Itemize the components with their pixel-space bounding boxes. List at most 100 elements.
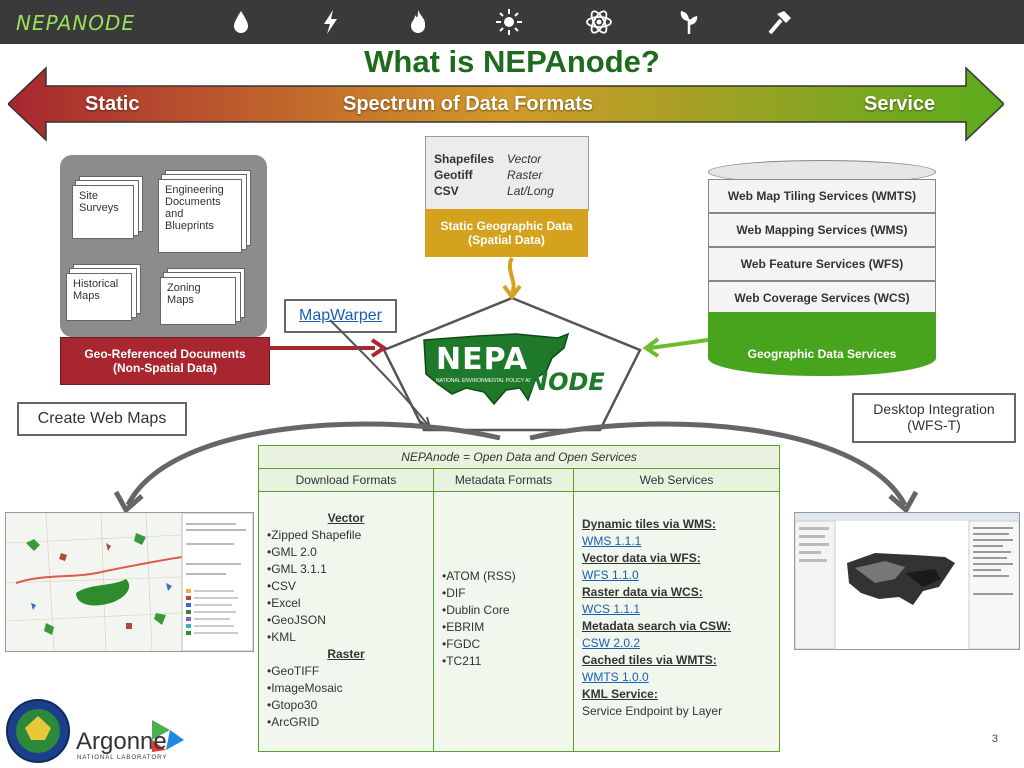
vector-item: •GML 3.1.1 [267,562,327,576]
desktop-gis-screenshot [794,512,1020,650]
wfs-link[interactable]: WFS 1.1.0 [582,568,639,582]
col-web-services: Web Services [573,468,780,492]
plant-icon [680,11,698,34]
spectrum-arrow [8,66,1004,142]
raster-item: •ArcGRID [267,715,320,729]
format-shapefiles: Shapefiles [434,152,495,166]
spectrum-center-label: Spectrum of Data Formats [343,93,594,115]
page-number: 3 [991,733,998,745]
doc-historical-maps: Historical Maps [66,273,132,321]
brand-logo: NEPANODE [16,11,136,35]
argonne-logo-text: Argonne [76,728,167,755]
vector-item: •KML [267,630,296,644]
doc-engineering-label: Engineering Documents and Blueprints [165,184,224,232]
service-wfs: Web Feature Services (WFS) [708,247,936,281]
logo-sub-text: NATIONAL ENVIRONMENTAL POLICY ACT [436,378,536,384]
argonne-lab-text: NATIONAL LABORATORY [77,755,168,761]
metadata-formats-cell: •ATOM (RSS) •DIF •Dublin Core •EBRIM •FG… [433,491,574,752]
doc-zoning-label: Zoning Maps [167,282,201,306]
csw-link[interactable]: CSW 2.0.2 [582,636,641,650]
raster-heading: Raster [327,647,365,661]
wms-link[interactable]: WMS 1.1.1 [582,534,642,548]
argonne-logo-icon [152,720,184,752]
doc-historical-label: Historical Maps [73,278,119,302]
web-services-cell: Dynamic tiles via WMS: WMS 1.1.1 Vector … [573,491,780,752]
vector-item: •CSV [267,579,296,593]
vector-heading: Vector [327,511,365,525]
desktop-integration-callout: Desktop Integration (WFS-T) [852,393,1016,443]
desktop-line2: (WFS-T) [907,417,961,433]
metadata-item: •EBRIM [442,620,485,634]
metadata-item: •TC211 [442,654,482,668]
doc-site-surveys: Site Surveys [72,185,134,239]
flame-icon [411,10,426,33]
wcs-heading: Raster data via WCS: [582,585,703,599]
create-web-maps-callout: Create Web Maps [17,402,187,436]
lightning-icon [324,10,337,34]
raster-item: •ImageMosaic [267,681,343,695]
vector-item: •GML 2.0 [267,545,317,559]
doe-seal-logo [6,699,70,763]
static-geo-line1: Static Geographic Data [440,219,573,233]
atom-icon [586,10,612,34]
service-wcs: Web Coverage Services (WCS) [708,281,936,315]
service-wmts: Web Map Tiling Services (WMTS) [708,179,936,213]
georef-line2: (Non-Spatial Data) [112,361,217,375]
vector-item: •Zipped Shapefile [267,528,362,542]
download-formats-cell: Vector •Zipped Shapefile •GML 2.0 •GML 3… [258,491,434,752]
static-geo-box: Static Geographic Data (Spatial Data) [425,209,588,257]
wmts-heading: Cached tiles via WMTS: [582,653,717,667]
vector-item: •GeoJSON [267,613,326,627]
csw-heading: Metadata search via CSW: [582,619,732,633]
kml-heading: KML Service: [582,687,658,701]
static-geo-line2: (Spatial Data) [468,233,545,247]
sun-icon [496,9,522,35]
web-map-image [6,513,253,651]
arrow-services [649,338,709,350]
documents-panel: Site Surveys Engineering Documents and B… [60,155,267,337]
nepanode-logo [423,332,570,406]
web-map-screenshot [5,512,254,652]
hammer-icon [768,11,791,35]
arrow-static [507,256,516,294]
metadata-item: •FGDC [442,637,481,651]
metadata-item: •Dublin Core [442,603,510,617]
mapwarper-link[interactable]: MapWarper [284,299,397,333]
geographic-data-services: Geographic Data Services [708,312,936,376]
arrow-mapwarper [329,319,429,426]
type-latlong: Lat/Long [507,184,554,198]
doc-zoning-maps: Zoning Maps [160,277,236,325]
table-title: NEPAnode = Open Data and Open Services [258,445,780,469]
format-csv: CSV [434,184,459,198]
vector-item: •Excel [267,596,301,610]
arrow-create-web-maps [125,421,501,507]
logo-node-text: NODE [528,368,605,396]
spectrum-left-label: Static [85,93,140,115]
wfs-heading: Vector data via WFS: [582,551,701,565]
raster-item: •Gtopo30 [267,698,318,712]
water-drop-icon [234,11,248,33]
wms-heading: Dynamic tiles via WMS: [582,517,717,531]
top-bar: NEPANODE [0,0,1024,44]
logo-nepa-text: NEPA [436,342,529,377]
georef-documents-box: Geo-Referenced Documents (Non-Spatial Da… [60,337,270,385]
metadata-item: •ATOM (RSS) [442,569,516,583]
nepanode-table: NEPAnode = Open Data and Open Services D… [258,445,780,752]
spectrum-right-label: Service [864,93,936,115]
wmts-link[interactable]: WMTS 1.0.0 [582,670,649,684]
arrow-desktop [529,421,908,507]
desktop-gis-image [795,513,1019,649]
doc-site-surveys-label: Site Surveys [79,190,119,214]
kml-text: Service Endpoint by Layer [582,704,723,718]
raster-item: •GeoTIFF [267,664,320,678]
service-wms: Web Mapping Services (WMS) [708,213,936,247]
doc-engineering: Engineering Documents and Blueprints [158,179,242,253]
wcs-link[interactable]: WCS 1.1.1 [582,602,641,616]
col-metadata-formats: Metadata Formats [433,468,574,492]
georef-line1: Geo-Referenced Documents [84,347,246,361]
col-download-formats: Download Formats [258,468,434,492]
format-geotiff: Geotiff [434,168,473,182]
page-title: What is NEPAnode? [364,44,660,79]
